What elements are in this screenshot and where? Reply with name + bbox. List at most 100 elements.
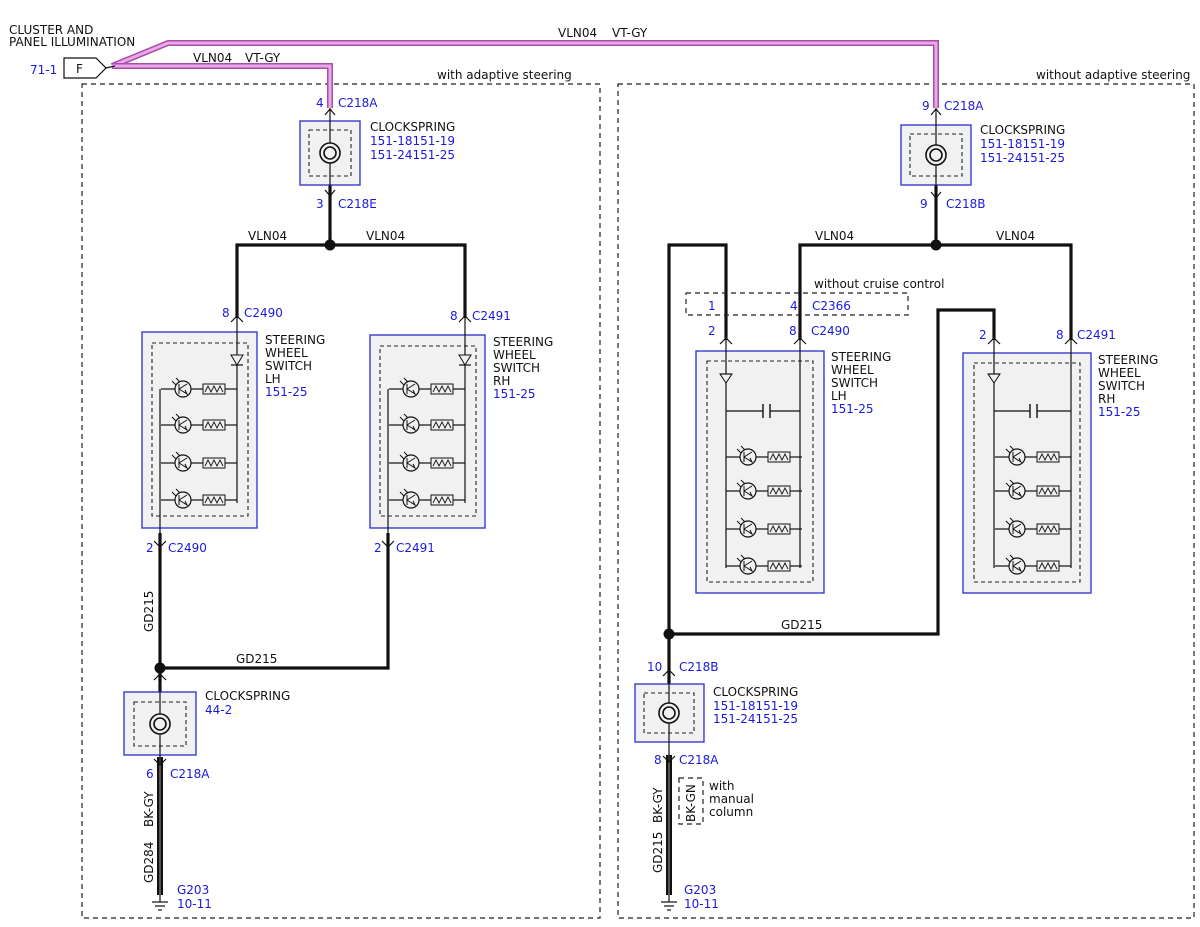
pin-number: 2 (146, 541, 154, 555)
splice-icon (324, 239, 336, 251)
pin-number: 8 (654, 753, 662, 767)
pin-number: 2 (708, 324, 716, 338)
component-ref: 151-18151-19 (980, 137, 1065, 151)
connector-label: C2491 (1077, 328, 1116, 342)
splice-icon (930, 239, 942, 251)
wire-top-name: VLN04 (558, 26, 597, 40)
component-ref: 151-18151-19 (370, 134, 455, 148)
wire-label: BK-GY (651, 787, 665, 823)
left-wires (154, 185, 467, 902)
pin-number: 8 (450, 309, 458, 323)
connector-label: C218A (679, 753, 719, 767)
connector-label: C218A (170, 767, 210, 781)
component-ref: 151-24151-25 (980, 151, 1065, 165)
wire-label: GD215 (236, 652, 277, 666)
component-name: SWITCH (493, 361, 540, 375)
component-name: STEERING (831, 350, 891, 364)
component-name: LH (831, 389, 847, 403)
note-manual: column (709, 805, 753, 819)
note-manual: manual (709, 792, 754, 806)
wire-label: VLN04 (815, 229, 854, 243)
wire-label: VLN04 (996, 229, 1035, 243)
steering-switch-right-rh (962, 337, 1092, 594)
component-name: WHEEL (1098, 366, 1141, 380)
component-ref: 151-24151-25 (713, 712, 798, 726)
wire-top-color: VT-GY (612, 26, 648, 40)
component-ref: 151-25 (265, 385, 308, 399)
ground-ref: 10-11 (684, 897, 719, 911)
connector-label: C2366 (812, 299, 851, 313)
ground-icon (151, 901, 169, 911)
component-name: STEERING (1098, 353, 1158, 367)
pin-number: 9 (922, 99, 930, 113)
steering-switch-left-rh (369, 315, 486, 548)
ground-ref: 10-11 (177, 897, 212, 911)
manual-column-option-box (678, 777, 704, 825)
clockspring-right-top (900, 108, 972, 199)
steering-switch-left-lh (141, 315, 258, 548)
section-label-left: with adaptive steering (437, 68, 572, 82)
wire-label: VLN04 (248, 229, 287, 243)
title-line1: CLUSTER AND (9, 23, 93, 37)
section-label-right: without adaptive steering (1036, 68, 1190, 82)
wire-label: GD215 (651, 832, 665, 873)
connector-c2366 (685, 292, 909, 316)
ground-ref: G203 (177, 883, 209, 897)
source-pin: F (76, 62, 83, 76)
component-ref: 151-25 (1098, 405, 1141, 419)
section-frame-left (81, 83, 601, 919)
clockspring-left-top (299, 108, 361, 197)
pin-number: 2 (979, 328, 987, 342)
component-name: CLOCKSPRING (980, 123, 1065, 137)
component-name: CLOCKSPRING (713, 685, 798, 699)
component-ref: 44-2 (205, 703, 232, 717)
splice-icon (154, 662, 166, 674)
pin-number: 2 (374, 541, 382, 555)
connector-label: C218A (944, 99, 984, 113)
pin-number: 9 (920, 197, 928, 211)
connector-label: C218B (679, 660, 719, 674)
wire-label: VLN04 (366, 229, 405, 243)
clockspring-right-bottom (634, 669, 705, 763)
clockspring-left-bottom (123, 673, 197, 766)
pin-number: 8 (789, 324, 797, 338)
connector-label: C2491 (472, 309, 511, 323)
pin-number: 8 (222, 306, 230, 320)
note-without-cruise: without cruise control (814, 277, 944, 291)
wire-label: GD284 (142, 842, 156, 883)
steering-switch-right-lh (695, 337, 825, 594)
wire-label: GD215 (142, 591, 156, 632)
source-connector (63, 57, 116, 79)
pin-number: 8 (1056, 328, 1064, 342)
component-name: SWITCH (831, 376, 878, 390)
source-ref: 71-1 (30, 63, 57, 77)
pin-number: 6 (146, 767, 154, 781)
pin-number: 4 (790, 299, 798, 313)
component-ref: 151-25 (493, 387, 536, 401)
violet-wire-harness (110, 40, 939, 108)
connector-label: C218E (338, 197, 377, 211)
component-name: CLOCKSPRING (205, 689, 290, 703)
component-name: STEERING (493, 335, 553, 349)
component-name: STEERING (265, 333, 325, 347)
component-ref: 151-18151-19 (713, 699, 798, 713)
component-name: WHEEL (493, 348, 536, 362)
title-line2: PANEL ILLUMINATION (9, 35, 135, 49)
splice-icon (663, 628, 675, 640)
wire-left-name: VLN04 (193, 51, 232, 65)
component-ref: 151-25 (831, 402, 874, 416)
ground-icon (660, 901, 678, 911)
component-ref: 151-24151-25 (370, 148, 455, 162)
pin-number: 3 (316, 197, 324, 211)
pin-number: 10 (647, 660, 662, 674)
component-name: SWITCH (1098, 379, 1145, 393)
wire-label: BK-GN (684, 784, 698, 822)
component-name: RH (493, 374, 510, 388)
pin-number: 1 (708, 299, 716, 313)
component-name: LH (265, 372, 281, 386)
component-name: SWITCH (265, 359, 312, 373)
component-name: WHEEL (265, 346, 308, 360)
component-name: WHEEL (831, 363, 874, 377)
component-name: RH (1098, 392, 1115, 406)
section-frame-right (617, 83, 1195, 919)
